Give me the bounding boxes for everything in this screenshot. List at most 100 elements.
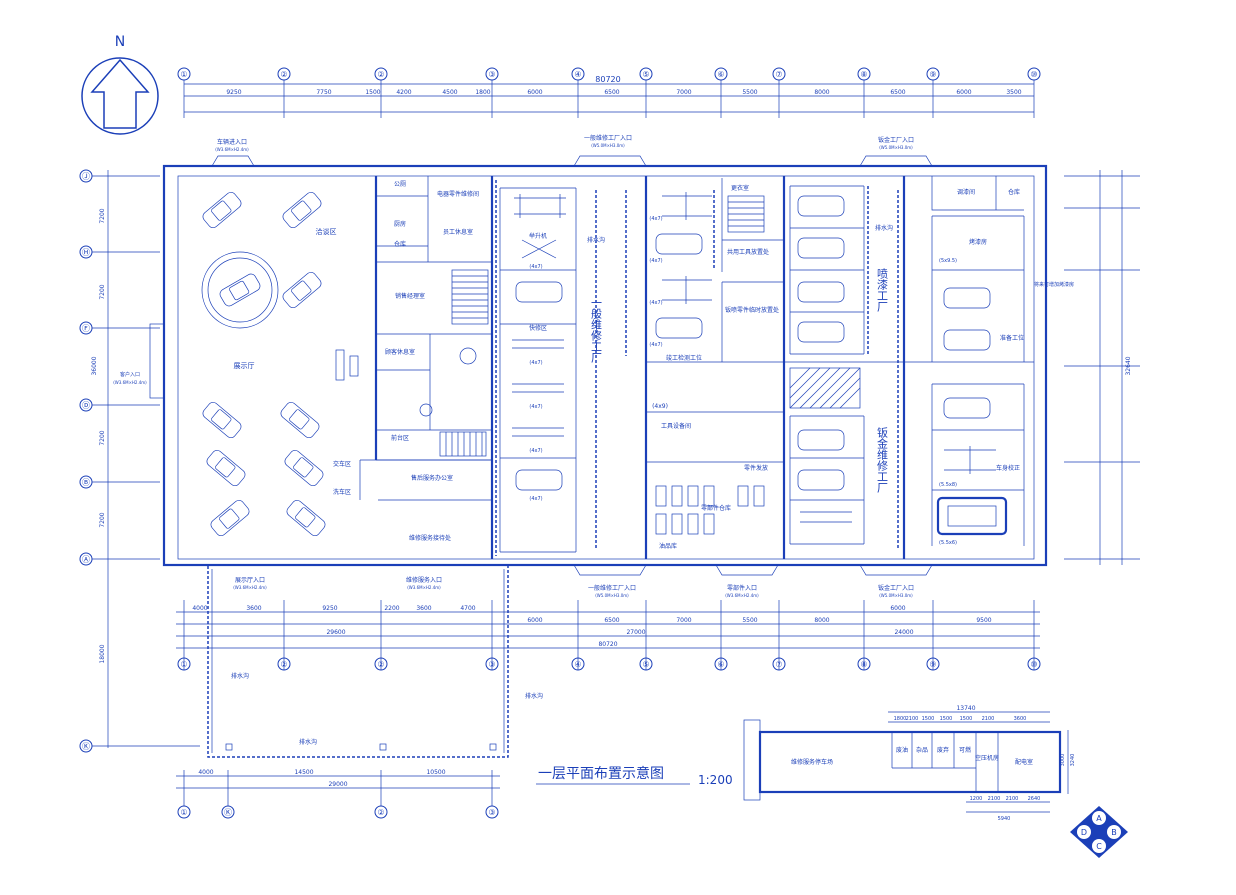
svg-text:⑨: ⑨ <box>929 70 936 79</box>
svg-text:(4x7): (4x7) <box>649 300 662 306</box>
svg-text:7000: 7000 <box>676 617 691 624</box>
svg-text:6000: 6000 <box>956 89 971 96</box>
svg-text:共用工具放置处: 共用工具放置处 <box>727 248 769 256</box>
room-label-showroom: 展示厅 <box>234 362 255 370</box>
svg-text:油品库: 油品库 <box>659 542 677 550</box>
svg-text:6500: 6500 <box>890 89 905 96</box>
svg-text:⑥: ⑥ <box>717 660 724 669</box>
svg-text:销售经理室: 销售经理室 <box>395 292 425 300</box>
grid-bubble-A: Ⓐ <box>79 552 93 566</box>
general-repair-shop: 一般维修工厂 排水沟 举升机 快修区 竣工检测工位 (4x9) 工具设备间 零部… <box>512 184 996 550</box>
grid-bubble-2a: ② <box>277 67 291 81</box>
svg-text:前台区: 前台区 <box>391 434 409 442</box>
svg-text:⑩: ⑩ <box>1030 70 1037 79</box>
svg-text:14500: 14500 <box>294 769 313 776</box>
svg-text:27000: 27000 <box>626 629 645 636</box>
car-icon <box>202 191 326 537</box>
svg-text:更衣室: 更衣室 <box>731 184 749 192</box>
svg-text:车身校正: 车身校正 <box>996 464 1020 472</box>
svg-text:顾客休息室: 顾客休息室 <box>385 348 415 356</box>
section-compass-icon: A B C D <box>1070 806 1128 858</box>
svg-text:②: ② <box>377 70 384 79</box>
svg-text:2200: 2200 <box>384 605 399 612</box>
annex-building: 维修服务停车场 废油 杂品 废弃 可燃 空压机房 配电室 13740 1800 … <box>743 705 1076 822</box>
svg-text:4200: 4200 <box>396 89 411 96</box>
svg-text:5940: 5940 <box>998 816 1011 822</box>
svg-text:3600: 3600 <box>1014 716 1027 722</box>
showroom-area: 展示厅 洽谈区 <box>201 191 359 537</box>
svg-text:⑦: ⑦ <box>775 70 782 79</box>
svg-text:7200: 7200 <box>99 284 106 299</box>
svg-text:D: D <box>1081 828 1087 837</box>
room-label-sheet-shop: 钣金维修工厂 <box>876 426 889 493</box>
svg-text:Ⓕ: Ⓕ <box>82 324 90 333</box>
room-label-general-shop: 一般维修工厂 <box>590 297 603 363</box>
svg-text:7750: 7750 <box>316 89 331 96</box>
svg-text:⑧: ⑧ <box>860 70 867 79</box>
svg-text:24000: 24000 <box>894 629 913 636</box>
svg-text:2100: 2100 <box>1006 796 1019 802</box>
svg-text:Ⓗ: Ⓗ <box>82 248 90 257</box>
svg-text:Ⓙ: Ⓙ <box>82 172 90 181</box>
svg-text:准备工位: 准备工位 <box>1000 334 1024 342</box>
svg-text:(W5.0M×H3.0m): (W5.0M×H3.0m) <box>879 145 913 150</box>
svg-text:10500: 10500 <box>426 769 445 776</box>
svg-text:(4x7): (4x7) <box>529 496 542 502</box>
svg-text:(4x7): (4x7) <box>529 404 542 410</box>
svg-text:②: ② <box>377 660 384 669</box>
svg-text:18000: 18000 <box>99 644 106 663</box>
svg-text:展示厅入口: 展示厅入口 <box>235 577 265 584</box>
svg-text:32640: 32640 <box>1125 356 1132 375</box>
svg-text:⑥: ⑥ <box>717 70 724 79</box>
svg-text:36000: 36000 <box>91 356 98 375</box>
room-label-lounge: 洽谈区 <box>316 227 337 236</box>
svg-text:(5x9.5): (5x9.5) <box>939 258 957 264</box>
svg-text:Ⓓ: Ⓓ <box>82 401 90 410</box>
grid-bubble-K: Ⓚ <box>79 739 93 753</box>
svg-text:4000: 4000 <box>198 769 213 776</box>
svg-text:调漆间: 调漆间 <box>957 188 975 196</box>
svg-text:(5.5x8): (5.5x8) <box>939 482 957 488</box>
svg-text:29600: 29600 <box>326 629 345 636</box>
svg-text:排水沟: 排水沟 <box>587 236 605 244</box>
grid-bubble-9: ⑨ <box>926 67 940 81</box>
svg-text:(W3.6M×H2.4m): (W3.6M×H2.4m) <box>407 585 441 590</box>
grid-bubble-D: Ⓓ <box>79 398 93 412</box>
svg-text:竣工检测工位: 竣工检测工位 <box>666 354 702 362</box>
svg-text:A: A <box>1096 814 1102 823</box>
svg-text:7200: 7200 <box>99 512 106 527</box>
grid-bubble-H: Ⓗ <box>79 245 93 259</box>
svg-text:(W5.0M×H3.0m): (W5.0M×H3.0m) <box>595 593 629 598</box>
svg-text:零件发放: 零件发放 <box>744 464 768 472</box>
svg-text:(W5.0M×H3.0m): (W5.0M×H3.0m) <box>879 593 913 598</box>
svg-text:(W3.6M×H2.4m): (W3.6M×H2.4m) <box>233 585 267 590</box>
svg-text:维修服务接待处: 维修服务接待处 <box>409 534 451 542</box>
north-arrow: N <box>81 34 159 135</box>
svg-text:6000: 6000 <box>527 617 542 624</box>
svg-text:7200: 7200 <box>99 430 106 445</box>
drawing-title: 一层平面布置示意图 <box>538 765 664 782</box>
svg-text:6000: 6000 <box>890 605 905 612</box>
svg-text:9500: 9500 <box>976 617 991 624</box>
svg-text:交车区: 交车区 <box>333 460 351 468</box>
svg-text:2640: 2640 <box>1028 796 1041 802</box>
svg-text:6500: 6500 <box>604 89 619 96</box>
building-outline <box>149 155 1048 576</box>
svg-text:1500: 1500 <box>940 716 953 722</box>
svg-text:①: ① <box>180 70 187 79</box>
svg-text:(4x7): (4x7) <box>649 258 662 264</box>
grid-axes-right: 32640 <box>1064 170 1140 565</box>
grid-bubble-10: ⑩ <box>1027 67 1041 81</box>
svg-text:7000: 7000 <box>676 89 691 96</box>
svg-text:1500: 1500 <box>365 89 380 96</box>
svg-text:工具设备间: 工具设备间 <box>661 422 691 430</box>
svg-text:③: ③ <box>488 70 495 79</box>
svg-text:8000: 8000 <box>814 89 829 96</box>
office-labels: 公厕 厨房 仓库 电器零件维修间 员工休息室 销售经理室 顾客休息室 前台区 售… <box>333 181 479 542</box>
svg-text:3000: 3000 <box>1060 754 1066 767</box>
svg-text:烤漆房: 烤漆房 <box>969 238 987 246</box>
svg-text:排水沟: 排水沟 <box>231 672 249 680</box>
svg-text:废油: 废油 <box>896 746 908 754</box>
interior-walls <box>359 176 1034 559</box>
svg-text:一般维修工厂入口: 一般维修工厂入口 <box>588 584 636 592</box>
